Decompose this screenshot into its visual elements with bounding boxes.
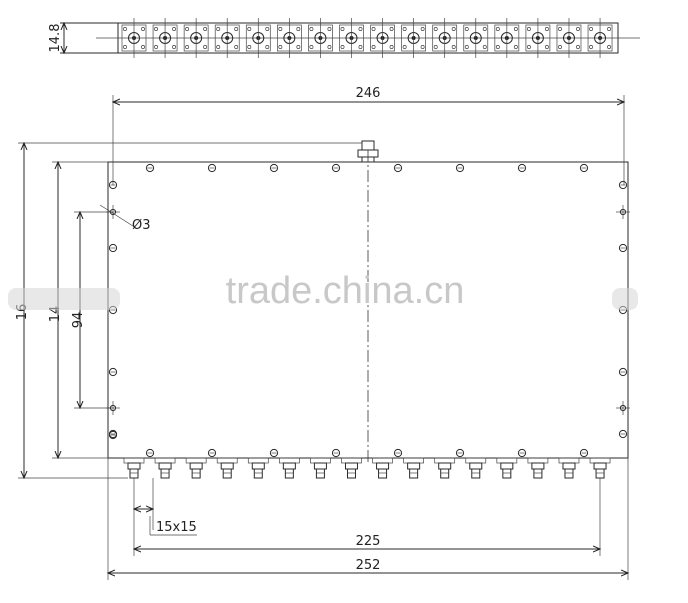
- hole-leader-line: [99, 204, 137, 229]
- top-connector: [245, 18, 271, 58]
- input-connector: [357, 140, 379, 163]
- screw: [455, 163, 465, 173]
- output-connector: [403, 457, 424, 479]
- dim-connector-span: 225: [356, 534, 381, 549]
- output-connector: [496, 457, 518, 479]
- screw: [618, 243, 628, 253]
- mounting-hole: [616, 205, 630, 219]
- output-connector: [310, 457, 331, 479]
- screw: [579, 163, 589, 173]
- top-connector: [152, 18, 178, 58]
- screw: [269, 163, 279, 173]
- output-connector: [465, 457, 487, 479]
- dim-top-height: 14.8: [48, 24, 63, 53]
- output-connector: [558, 457, 580, 479]
- output-connector: [341, 457, 362, 479]
- output-connector: [185, 457, 207, 479]
- output-connector: [372, 457, 393, 479]
- screw: [331, 448, 341, 458]
- screw: [269, 448, 279, 458]
- screw: [145, 448, 155, 458]
- top-connector: [339, 18, 364, 58]
- output-connectors: [123, 457, 611, 479]
- screw: [618, 180, 628, 190]
- output-connector: [216, 457, 238, 479]
- output-connector: [434, 457, 456, 479]
- output-connector: [154, 457, 176, 479]
- screw: [108, 367, 118, 377]
- top-connector: [463, 18, 489, 58]
- screw: [108, 430, 118, 440]
- watermark-text: trade.china.cn: [226, 270, 465, 312]
- screw: [517, 163, 527, 173]
- screw: [517, 448, 527, 458]
- output-connector: [589, 457, 611, 479]
- screw: [579, 448, 589, 458]
- screw: [145, 163, 155, 173]
- top-connector: [308, 18, 333, 58]
- top-connector: [370, 18, 395, 58]
- output-connector: [247, 457, 269, 479]
- dim-hole-diameter: Ø3: [132, 218, 151, 233]
- screw: [393, 163, 403, 173]
- top-connector: [277, 18, 302, 58]
- top-view: 14.8: [48, 18, 640, 58]
- screw: [618, 429, 628, 439]
- screw: [108, 243, 118, 253]
- top-view-connectors: [121, 18, 613, 58]
- top-connector: [183, 18, 209, 58]
- top-connector: [587, 18, 613, 58]
- top-connector: [121, 18, 147, 58]
- screw: [207, 448, 217, 458]
- dim-overall-width: 252: [356, 558, 381, 573]
- output-connector: [527, 457, 549, 479]
- mounting-hole: [616, 401, 630, 415]
- top-connector: [401, 18, 426, 58]
- output-connector: [279, 457, 300, 479]
- top-connector: [525, 18, 551, 58]
- dim-overall-inner-width: 246: [356, 86, 381, 101]
- top-connector: [432, 18, 458, 58]
- watermark-blur: [8, 288, 638, 310]
- top-connector: [214, 18, 240, 58]
- dim-left-inner: 94: [71, 312, 86, 329]
- screw: [331, 163, 341, 173]
- top-connector: [494, 18, 520, 58]
- screw: [393, 448, 403, 458]
- mounting-screws: [108, 163, 628, 458]
- top-connector: [556, 18, 582, 58]
- dim-connector-size: 15x15: [156, 520, 197, 535]
- output-connector: [123, 457, 145, 479]
- front-view: Ø3 246 225 252 15x15 16 14 94: [15, 86, 630, 580]
- screw: [455, 448, 465, 458]
- screw: [618, 367, 628, 377]
- screw: [207, 163, 217, 173]
